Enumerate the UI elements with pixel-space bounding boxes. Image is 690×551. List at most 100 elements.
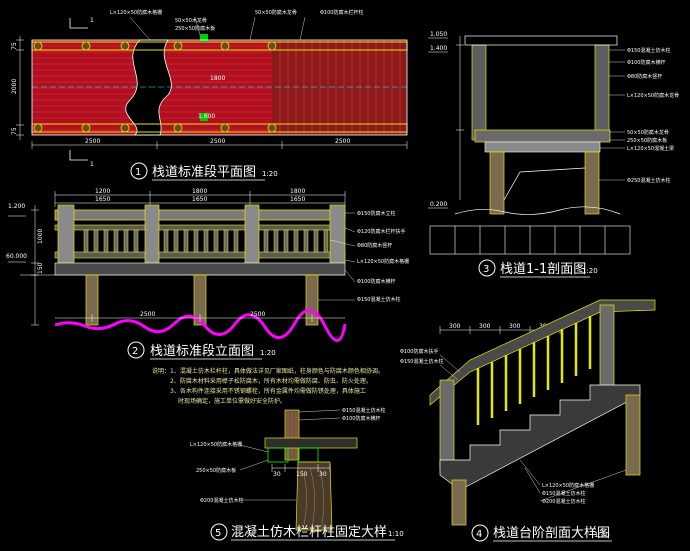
stair-note-1: Φ100防腐木扶手 (400, 348, 438, 355)
notes-heading: 说明： (152, 367, 170, 375)
section-note-1: Φ150混凝土仿木柱 (627, 47, 670, 54)
elevation-title: 栈道标准段立面图 (150, 344, 254, 359)
stair-note-5: Φ200混凝土仿木柱 (542, 498, 585, 505)
detail-note-5: Φ200混凝土仿木柱 (200, 497, 243, 504)
plan-note-4: 50×50防腐木龙骨 (255, 9, 297, 16)
elevation-dim-top2-5: 1650 (290, 196, 305, 203)
section-dims-left (428, 36, 464, 209)
elevation-dim-top-3: 1800 (290, 188, 305, 195)
stair-title-bubble (471, 524, 489, 542)
detail-note-1: Φ150混凝土仿木柱 (342, 407, 385, 414)
detail-joist-left (267, 447, 289, 463)
elevation-dim-bottom-1: 2500 (140, 311, 155, 318)
section-ground (454, 206, 621, 215)
elevation-title-bubble (127, 341, 145, 359)
plan-top-leaders (129, 16, 306, 41)
elevation-deck-beam (54, 262, 346, 276)
stair-title: 栈道台阶剖面大样图 (493, 526, 610, 541)
plan-note-1: L×120×50防腐木格栅 (110, 9, 162, 16)
elevation-bottom-rail (54, 251, 346, 259)
plan-title-scale: 1:20 (262, 170, 278, 178)
stair-dim-2: 300 (479, 323, 491, 330)
notes-line-2: 2、防腐木材料采用樟子松防腐木，所有木材均需做防腐、防虫、防火处理。 (170, 377, 372, 385)
section-dim-left-3: 0.200 (430, 201, 447, 208)
notes-line-3: 3、各木构件连接采用不锈钢螺栓，所有金属件均需做防锈处理，具体施工 (170, 387, 366, 395)
detail-note-4: 250×50防腐木板 (196, 467, 236, 474)
section-note-8: Φ250混凝土仿木柱 (627, 177, 670, 184)
elevation-posts (57, 204, 346, 264)
notes-line-1: 1、混凝土仿木栏杆柱，具体做法详见厂家图纸，柱身颜色与防腐木颜色相协调。 (170, 367, 384, 375)
elevation-dim-top2-1: 1650 (95, 196, 110, 203)
elevation-mid-rail (54, 224, 346, 231)
plan-title: 栈道标准段平面图 (152, 165, 256, 180)
elevation-balusters (83, 229, 329, 253)
section-dim-left-2: 1.400 (430, 45, 447, 52)
plan-title-number: 1 (135, 167, 141, 178)
section-top-rail (464, 35, 618, 46)
elevation-leaders (318, 212, 356, 301)
section-title-bubble (478, 259, 496, 277)
stair-view: 300 300 300 300 Φ100防腐木扶手 Φ150混凝土仿木柱 L×1… (400, 299, 656, 542)
section-brace (503, 167, 586, 201)
stair-note-2: Φ150混凝土仿木柱 (400, 358, 443, 365)
plan-dim-left-1: 75 (11, 42, 18, 50)
elevation-title-scale: 1:20 (260, 349, 276, 357)
detail-leaders (239, 409, 341, 501)
elevation-dim-left-2: 60.000 (6, 253, 27, 260)
stair-title-scale: 1:20 (594, 531, 610, 539)
notes-block: 说明： 1、混凝土仿木栏杆柱，具体做法详见厂家图纸，柱身颜色与防腐木颜色相协调。… (152, 367, 384, 405)
elevation-dim-top2-3: 1650 (192, 196, 207, 203)
section-note-4: L×120×50防腐木龙骨 (627, 92, 679, 99)
elevation-dims-left (8, 205, 39, 326)
stair-piles (451, 394, 641, 526)
elevation-view: 1200 1800 1800 1650 1650 1650 (6, 188, 409, 360)
detail-dim-1: 30 (273, 471, 281, 478)
detail-view: 30 150 30 Φ150混凝土仿木柱 Φ100防腐木横杆 L×120×50防… (190, 407, 404, 541)
plan-note-3: 250×50防腐木板 (175, 25, 215, 32)
plan-inner-label-2: 1.600 (198, 113, 215, 120)
section-view: 1.050 1.400 0.200 Φ150混凝土仿木柱 Φ100防腐木横杆 Φ… (428, 31, 679, 278)
detail-title: 混凝土仿木栏杆柱固定大样 (231, 524, 387, 540)
section-note-3: Φ80防腐木竖杆 (627, 73, 662, 80)
elevation-dim-top-1: 1200 (95, 188, 110, 195)
plan-title-bubble (130, 162, 148, 180)
section-piles (489, 151, 600, 215)
section-title-number: 3 (483, 264, 489, 275)
elevation-dim-left-1: 1.200 (8, 203, 25, 210)
elevation-note-2: Φ120防腐木栏杆扶手 (357, 228, 405, 235)
plan-dim-bottom-1: 2500 (85, 138, 100, 145)
plan-dims-left (16, 36, 24, 140)
plan-posts (33, 41, 277, 133)
stair-balusters (476, 316, 592, 425)
elevation-dims-top (54, 191, 346, 207)
notes-line-4: 时现场确定，施工单位需做好安全防护。 (178, 397, 286, 405)
plan-outline (31, 39, 408, 136)
plan-deck-right (272, 40, 407, 135)
elevation-note-6: Φ150混凝土仿木柱 (357, 296, 400, 303)
section-note-6: 250×50防腐木板 (627, 137, 667, 144)
stair-title-number: 4 (476, 529, 482, 540)
elevation-piles (85, 274, 319, 326)
detail-note-2: Φ100防腐木横杆 (342, 415, 380, 422)
plan-note-2: 50×50木龙骨 (175, 17, 207, 24)
section-note-2: Φ100防腐木横杆 (627, 59, 665, 66)
plan-section-mark (69, 18, 88, 161)
plan-green-markers (200, 34, 208, 121)
stair-leaders (439, 354, 627, 502)
section-title: 栈道1-1剖面图 (500, 262, 586, 277)
plan-dims-bottom (31, 141, 408, 149)
plan-note-5: Φ100防腐木栏杆柱 (320, 9, 363, 16)
plan-section-mark-top: 1 (90, 17, 94, 24)
section-dim-left-1: 1.050 (430, 31, 447, 38)
detail-dim-2: 150 (296, 471, 308, 478)
stair-dim-1: 300 (449, 323, 461, 330)
stair-note-4: Φ150混凝土仿木柱 (542, 490, 585, 497)
section-title-scale: 1:20 (582, 267, 598, 275)
section-foundation (429, 225, 631, 255)
elevation-title-number: 2 (132, 346, 138, 357)
plan-dim-left-3: 75 (11, 127, 18, 135)
section-note-5: 50×50防腐木龙骨 (627, 129, 669, 136)
elevation-note-3: Φ80防腐木竖杆 (357, 242, 392, 249)
plan-view: 1800 1.600 75 2000 75 2500 2500 2500 1 1 (11, 9, 408, 181)
